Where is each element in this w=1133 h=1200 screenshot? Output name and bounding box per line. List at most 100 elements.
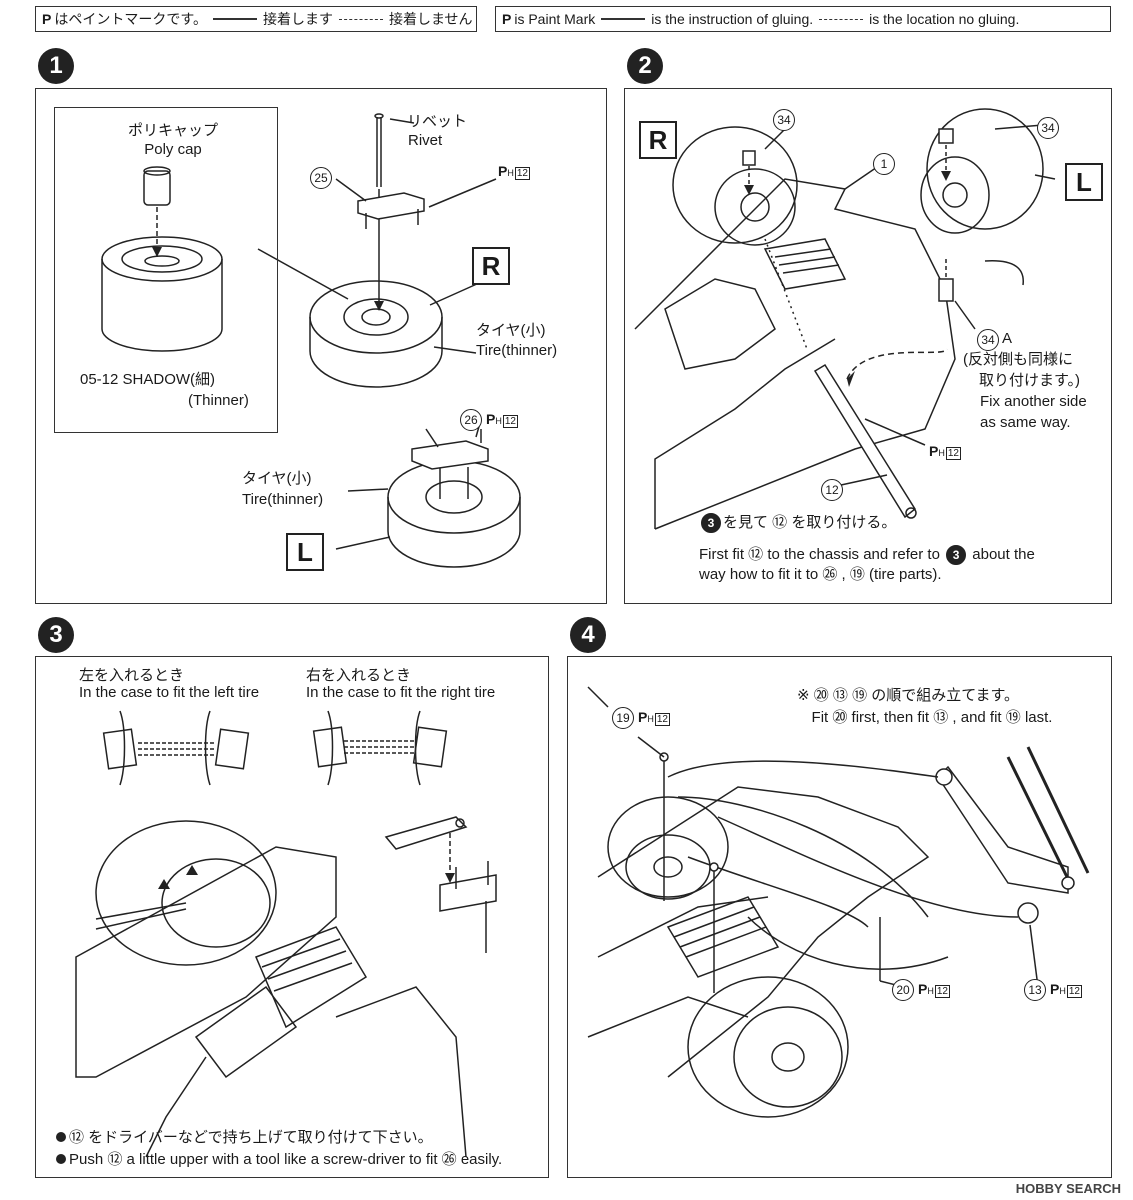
rivet-label-en: Rivet [408,132,443,149]
step2-note-ja-2: 取り付けます。) [979,372,1080,389]
paint-prefix: P [918,981,928,997]
step4-illustration [587,686,1090,1118]
paint-prefix: P [498,163,508,179]
step2-note-en-1: Fix another side [980,393,1087,410]
legend-japanese: P はペイントマークです。 接着します 接着しません [35,6,477,32]
paint-prefix: P [638,709,648,725]
part-26-label: 26 [460,409,482,431]
right-tire-label-en: In the case to fit the right tire [306,684,496,701]
step3-note-1: ⑫ をドライバーなどで持ち上げて取り付けて下さい。 [56,1129,433,1148]
bullet-icon [56,1154,66,1164]
step-number-1: 1 [38,48,74,84]
part-20-label: 20 [892,979,914,1001]
part-1-label: 1 [873,153,895,175]
step2-side-l: L [1065,163,1103,201]
tire-r-label-en: Tire(thinner) [476,342,558,359]
legend-en-paint: is Paint Mark [514,11,596,27]
part-34a-label: 34 [977,329,999,351]
step-number-2: 2 [627,48,663,84]
inst-ja-text: を見て ⑫ を取り付ける。 [723,513,897,531]
paint-sub: H [938,448,945,458]
paint-sub: H [927,986,934,996]
step2-panel: R L 34 34 1 34 A (反対側も同様に 取り付けます。) Fix a… [624,88,1112,604]
polycap-label-ja: ポリキャップ [128,122,219,139]
inst-en-1b-text: about the [972,545,1035,563]
left-tire-label-ja: 左を入れるとき [79,667,185,684]
glue-arrow-icon [601,18,646,20]
paint-code: 12 [945,447,961,460]
paint-code: 12 [514,167,530,180]
paint-prefix: P [929,443,939,459]
part-19-label: 19 [612,707,634,729]
step2-illustration [634,108,1056,530]
part-34-right: 34 [773,109,795,131]
side-r-label: R [472,247,510,285]
part-34a-suffix: A [1002,330,1013,347]
step1-illustration [101,113,521,568]
legend-ja-glue: 接着します [262,11,333,27]
step2-instruction-en-1: First fit ⑫ to the chassis and refer to … [699,545,1035,565]
step2-note-en-2: as same way. [980,414,1071,431]
paint-code: 12 [934,985,950,998]
step1-panel: ポリキャップ Poly cap 05-12 SHADOW(細) (Thinner… [35,88,607,604]
rivet-label-ja: リベット [407,113,468,130]
step1-detail-box [54,107,278,433]
thinner-label: (Thinner) [188,392,249,409]
left-tire-label-en: In the case to fit the left tire [79,684,260,701]
tire-r-label-ja: タイヤ(小) [476,322,546,339]
step4-panel: ※ ⑳ ⑬ ⑲ の順で組み立てます。 Fit ⑳ first, then fit… [567,656,1112,1178]
paint-code: 12 [654,713,670,726]
legend-en-glue: is the instruction of gluing. [651,11,814,27]
step4-order-ja: ※ ⑳ ⑬ ⑲ の順で組み立てます。 [797,687,1019,704]
side-l-label: L [286,533,324,571]
part-25-label: 25 [310,167,332,189]
step3-note-2: Push ⑫ a little upper with a tool like a… [56,1151,502,1170]
paint-sub: H [647,714,654,724]
tire-l-label-ja: タイヤ(小) [242,470,312,487]
note1-text: ⑫ をドライバーなどで持ち上げて取り付けて下さい。 [69,1129,433,1146]
step2-instruction-en-2: way how to fit it to ㉖ , ⑲ (tire parts). [699,566,942,583]
step-number-4: 4 [570,617,606,653]
ref-step3-icon: 3 [701,513,721,533]
bullet-icon [56,1132,66,1142]
note2-text: Push ⑫ a little upper with a tool like a… [69,1151,503,1168]
legend-english: P is Paint Mark is the instruction of gl… [495,6,1111,32]
legend-ja-noglue: 接着しません [388,11,473,27]
no-glue-arrow-icon [338,18,383,20]
paint-prefix: P [486,411,496,427]
paint-sub: H [495,416,502,426]
paint-sub: H [507,168,514,178]
ref-step3-icon: 3 [946,545,967,565]
legend-ja-paint: はペイントマークです。 [54,11,207,27]
watermark: HOBBY SEARCH [1015,1181,1121,1196]
part-34-left: 34 [1037,117,1059,139]
polycap-label-en: Poly cap [144,141,202,158]
legend-en-noglue: is the location no gluing. [869,11,1020,27]
paint-code: 12 [502,415,518,428]
paint-sub: H [1059,986,1066,996]
step3-panel: 左を入れるとき In the case to fit the left tire… [35,656,549,1178]
paint-prefix: P [1050,981,1060,997]
tire-l-label-en: Tire(thinner) [242,491,324,508]
part-12-label: 12 [821,479,843,501]
shadow-label: 05-12 SHADOW(細) [80,371,216,388]
step3-illustration [75,710,497,1158]
step2-side-r: R [639,121,677,159]
inst-en-1-text: First fit ⑫ to the chassis and refer to [699,545,940,563]
glue-arrow-icon [212,18,257,20]
step4-order-en: Fit ⑳ first, then fit ⑬ , and fit ⑲ last… [811,709,1053,726]
paint-code: 12 [1066,985,1082,998]
no-glue-arrow-icon [819,18,864,20]
paint-mark-icon: P [502,11,512,27]
step-number-3: 3 [38,617,74,653]
right-tire-label-ja: 右を入れるとき [306,667,412,684]
part-13-label: 13 [1024,979,1046,1001]
paint-mark-icon: P [42,11,52,27]
